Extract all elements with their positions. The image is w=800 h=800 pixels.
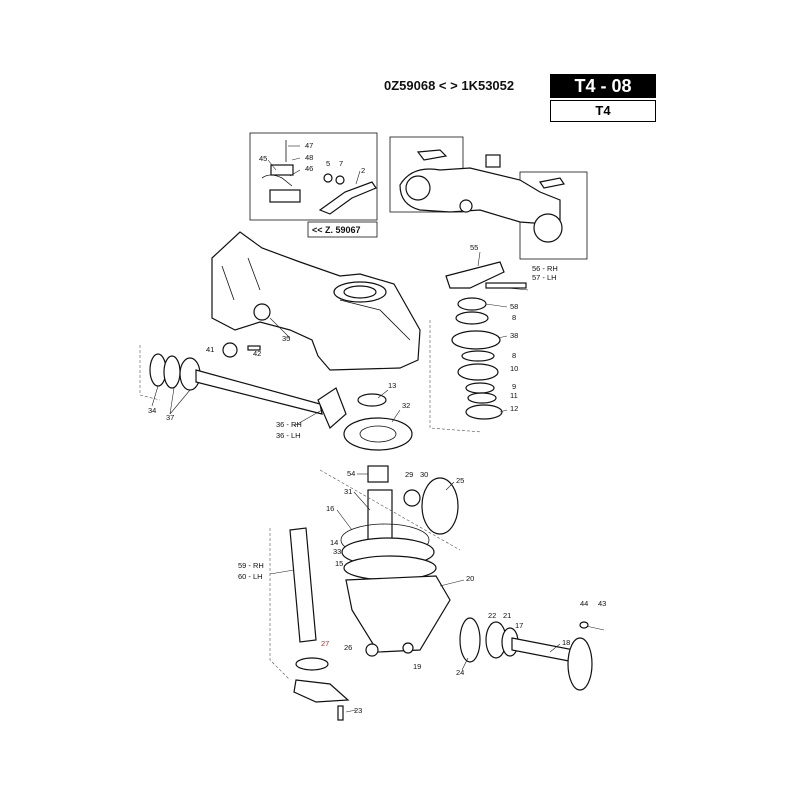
kingpin-shaft	[269, 527, 350, 721]
callout-label: 12	[510, 404, 518, 413]
callout-label: 43	[598, 599, 606, 608]
callout-label: 8	[512, 351, 516, 360]
inset-detail: << Z. 59067	[249, 132, 378, 238]
callout-label: 54	[347, 469, 355, 478]
input-shaft	[139, 345, 347, 429]
callout-label: 9	[512, 382, 516, 391]
callout-label: 5	[326, 159, 330, 168]
right-stack	[429, 261, 529, 433]
lower-gear-group	[319, 465, 461, 657]
callout-label: 26	[344, 643, 352, 652]
callout-label: 30	[420, 470, 428, 479]
callout-label: 45	[259, 154, 267, 163]
callout-labels: 47 48 45 46 5 7 2 55 56 - RH 57 - LH 58 …	[148, 141, 606, 715]
callout-label: 36 - LH	[276, 431, 301, 440]
callout-label: 19	[413, 662, 421, 671]
callout-label: 15	[335, 559, 343, 568]
page-code-badge: T4 - 08	[550, 74, 656, 98]
callout-label: 16	[326, 504, 334, 513]
callout-label: 37	[166, 413, 174, 422]
callout-label: 18	[562, 638, 570, 647]
callout-label: 8	[512, 313, 516, 322]
axle-assembly-view	[389, 136, 588, 260]
callout-label: 57 - LH	[532, 273, 557, 282]
callout-label: 20	[466, 574, 474, 583]
callout-label: 34	[148, 406, 156, 415]
callout-label-highlight: 27	[321, 639, 329, 648]
callout-label: 24	[456, 668, 464, 677]
group-code-box: T4	[550, 100, 656, 122]
callout-label: 35	[282, 334, 290, 343]
callout-label: 46	[305, 164, 313, 173]
callout-label: 10	[510, 364, 518, 373]
callout-label: 29	[405, 470, 413, 479]
callout-label: 23	[354, 706, 362, 715]
callout-label: 48	[305, 153, 313, 162]
callout-label: 44	[580, 599, 588, 608]
callout-label: 14	[330, 538, 338, 547]
serial-range: 0Z59068 < > 1K53052	[384, 78, 515, 93]
output-shaft	[459, 617, 605, 691]
callout-label: 60 - LH	[238, 572, 263, 581]
callout-label: 55	[470, 243, 478, 252]
callout-label: 47	[305, 141, 313, 150]
callout-label: 42	[253, 349, 261, 358]
callout-label: 56 - RH	[532, 264, 558, 273]
callout-label: 36 - RH	[276, 420, 302, 429]
callout-label: 21	[503, 611, 511, 620]
inset-reference: << Z. 59067	[312, 225, 361, 235]
main-housing	[211, 231, 421, 371]
callout-label: 38	[510, 331, 518, 340]
callout-label: 22	[488, 611, 496, 620]
callout-label: 59 - RH	[238, 561, 264, 570]
callout-label: 41	[206, 345, 214, 354]
callout-label: 32	[402, 401, 410, 410]
callout-label: 25	[456, 476, 464, 485]
callout-label: 33	[333, 547, 341, 556]
callout-label: 31	[344, 487, 352, 496]
callout-label: 13	[388, 381, 396, 390]
callout-label: 11	[510, 391, 518, 400]
callout-label: 17	[515, 621, 523, 630]
callout-label: 58	[510, 302, 518, 311]
callout-label: 2	[361, 166, 365, 175]
callout-label: 7	[339, 159, 343, 168]
leader-lines	[151, 145, 561, 713]
